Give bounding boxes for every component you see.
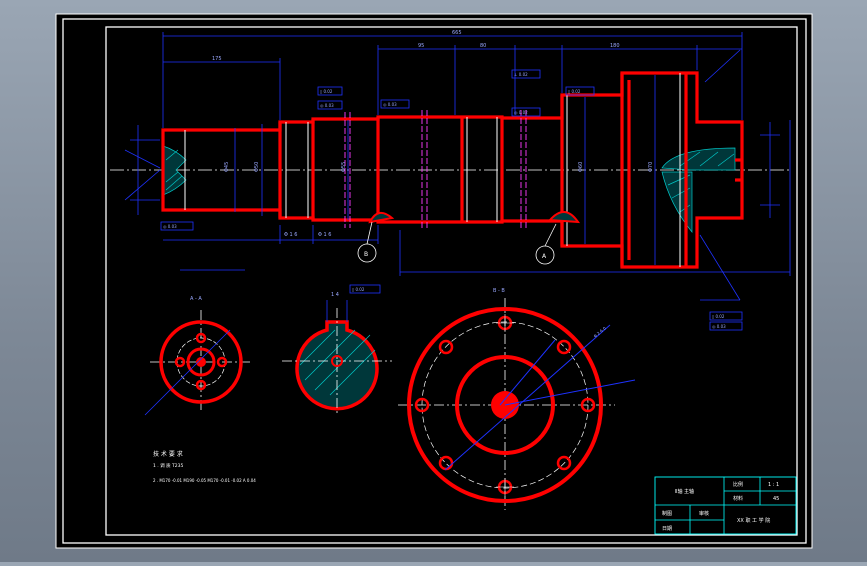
svg-text:▯ 0.02: ▯ 0.02 (568, 89, 581, 94)
tolerance-texts: ▯ 0.02 ◎ 0.03 ◎ 0.03 ⊥ 0.02 ◎ 0.02 ▯ 0.0… (163, 72, 726, 329)
keyway-section: ▯ 0.02 1 4 (282, 284, 392, 414)
svg-text:◎ 0.02: ◎ 0.02 (514, 110, 528, 115)
section-a-label: A - A (190, 296, 202, 302)
notes-line-1: 1 . 调 质 T235 (153, 462, 183, 469)
svg-text:180: 180 (610, 43, 620, 49)
svg-text:175: 175 (212, 56, 222, 62)
notes-heading: 技 术 要 求 (153, 450, 183, 458)
title-block[interactable]: Ⅱ轴 主轴 比例 1 : 1 材料 45 制图 审核 日期 XX 职 工 学 院 (654, 476, 797, 535)
svg-text:◎ 0.03: ◎ 0.03 (712, 324, 726, 329)
shaft-main-view (110, 71, 790, 269)
svg-text:1 4: 1 4 (331, 292, 339, 298)
svg-text:审核: 审核 (699, 510, 709, 517)
school-name: XX 职 工 学 院 (737, 517, 770, 524)
dimension-texts: 665 175 95 80 180 Φ45 Φ50 Φ55 Φ60 Φ70 Φ … (212, 30, 654, 238)
svg-text:45: 45 (773, 496, 779, 502)
svg-text:制图: 制图 (662, 510, 672, 517)
svg-text:◎ 0.03: ◎ 0.03 (163, 224, 177, 229)
svg-text:Φ50: Φ50 (254, 162, 260, 172)
svg-text:95: 95 (418, 43, 424, 49)
section-markers (357, 221, 557, 265)
svg-text:◎ 0.03: ◎ 0.03 (383, 102, 397, 107)
section-view-left: A - A (144, 296, 252, 416)
svg-text:Φ70: Φ70 (648, 162, 654, 172)
svg-text:◎ 0.03: ◎ 0.03 (320, 103, 334, 108)
dimension-lines (124, 32, 791, 301)
flange-view: B - B Φ 2 6 0 (398, 288, 636, 510)
section-label-b: B (364, 251, 368, 258)
svg-text:Φ 1 6: Φ 1 6 (318, 232, 331, 238)
aux-lines (344, 110, 527, 230)
outer-border (62, 18, 807, 544)
detail-arcs (368, 211, 580, 224)
part-name: Ⅱ轴 主轴 (675, 488, 694, 495)
svg-text:日期: 日期 (662, 526, 672, 532)
svg-text:⊥ 0.02: ⊥ 0.02 (514, 72, 528, 77)
svg-text:▯ 0.02: ▯ 0.02 (352, 287, 365, 292)
left-end-hatch (162, 145, 187, 196)
shaft-outline (161, 71, 744, 269)
svg-text:Φ 1 6: Φ 1 6 (284, 232, 297, 238)
svg-text:80: 80 (480, 43, 486, 49)
overall-length: 665 (452, 30, 462, 36)
svg-text:▯ 0.02: ▯ 0.02 (320, 89, 333, 94)
svg-text:材料: 材料 (733, 495, 743, 502)
svg-text:▯ 0.02: ▯ 0.02 (712, 314, 725, 319)
notes-line-2: 2 . M170 -0.01 M190 -0.05 M170 -0.01 -0.… (153, 478, 256, 483)
section-label-a: A (542, 253, 547, 260)
svg-text:Φ55: Φ55 (341, 162, 347, 172)
svg-text:Φ60: Φ60 (578, 162, 584, 172)
svg-text:1 : 1: 1 : 1 (768, 482, 779, 488)
svg-text:Φ45: Φ45 (224, 162, 230, 172)
svg-text:B - B: B - B (493, 288, 505, 294)
svg-text:比例: 比例 (733, 481, 743, 488)
technical-notes: 技 术 要 求 1 . 调 质 T235 2 . M170 -0.01 M190… (153, 450, 256, 483)
inner-border (105, 26, 798, 536)
tolerance-frames (160, 69, 743, 331)
